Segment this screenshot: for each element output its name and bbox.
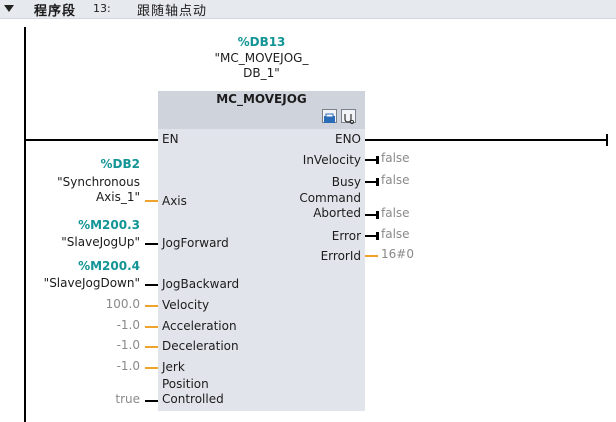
jogforward-address[interactable]: %M200.3 bbox=[78, 218, 140, 232]
pin-axis: Axis bbox=[162, 194, 187, 208]
left-power-rail bbox=[24, 27, 26, 422]
busy-wire bbox=[365, 181, 377, 183]
pin-eno: ENO bbox=[334, 132, 361, 146]
pin-positioncontrolled-line1: Position bbox=[162, 377, 209, 391]
error-value: false bbox=[381, 227, 410, 241]
axis-wire bbox=[145, 200, 158, 202]
velocity-wire bbox=[145, 305, 158, 307]
mc-movejog-block[interactable] bbox=[158, 91, 365, 411]
network-title[interactable]: 跟随轴点动 bbox=[137, 4, 208, 19]
pin-jogforward: JogForward bbox=[162, 236, 229, 250]
acceleration-wire bbox=[145, 326, 158, 328]
instance-db-name-line2[interactable]: DB_1" bbox=[243, 66, 280, 80]
collapse-network-icon[interactable] bbox=[4, 5, 14, 12]
jogbackward-address[interactable]: %M200.4 bbox=[78, 259, 140, 273]
jogforward-tag[interactable]: "SlaveJogUp" bbox=[61, 235, 140, 249]
jerk-value[interactable]: -1.0 bbox=[116, 359, 140, 373]
network-number: 13: bbox=[93, 2, 111, 15]
deceleration-wire bbox=[145, 346, 158, 348]
expand-block-icon[interactable] bbox=[322, 109, 337, 123]
en-wire bbox=[26, 139, 158, 141]
network-label: 程序段 bbox=[34, 4, 77, 19]
jogforward-wire bbox=[145, 243, 158, 245]
pin-deceleration: Deceleration bbox=[162, 339, 239, 353]
pin-commandaborted-line1: Command bbox=[299, 191, 361, 205]
eno-wire bbox=[365, 139, 608, 141]
deceleration-value[interactable]: -1.0 bbox=[116, 338, 140, 352]
commandaborted-wire bbox=[365, 214, 377, 216]
error-wire bbox=[365, 235, 377, 237]
acceleration-value[interactable]: -1.0 bbox=[116, 318, 140, 332]
pin-acceleration: Acceleration bbox=[162, 319, 237, 333]
block-title: MC_MOVEJOG bbox=[216, 92, 307, 106]
pin-invelocity: InVelocity bbox=[302, 153, 361, 167]
pin-jogbackward: JogBackward bbox=[162, 277, 240, 291]
pin-en: EN bbox=[162, 132, 179, 146]
instance-db-name-line1[interactable]: "MC_MOVEJOG_ bbox=[214, 51, 309, 65]
commandaborted-wire-end bbox=[376, 211, 379, 219]
axis-address[interactable]: %DB2 bbox=[100, 157, 140, 171]
jogbackward-wire bbox=[145, 284, 158, 286]
axis-tag-line1[interactable]: "Synchronous bbox=[57, 175, 140, 189]
invelocity-wire-end bbox=[376, 156, 379, 164]
pin-positioncontrolled-line2: Controlled bbox=[162, 392, 224, 406]
error-wire-end bbox=[376, 232, 379, 240]
instance-db-address[interactable]: %DB13 bbox=[237, 35, 286, 49]
diagnostics-icon[interactable] bbox=[341, 109, 356, 125]
pin-jerk: Jerk bbox=[162, 360, 185, 374]
jerk-wire bbox=[145, 367, 158, 369]
busy-wire-end bbox=[376, 178, 379, 186]
invelocity-wire bbox=[365, 159, 377, 161]
pin-error: Error bbox=[331, 229, 361, 243]
axis-tag-line2[interactable]: Axis_1" bbox=[95, 190, 140, 204]
jogbackward-tag[interactable]: "SlaveJogDown" bbox=[43, 276, 140, 290]
positioncontrolled-wire bbox=[145, 400, 158, 402]
velocity-value[interactable]: 100.0 bbox=[105, 297, 140, 311]
invelocity-value: false bbox=[381, 151, 410, 165]
positioncontrolled-value[interactable]: true bbox=[115, 392, 140, 406]
pin-velocity: Velocity bbox=[162, 298, 210, 312]
pin-errorid: ErrorId bbox=[320, 249, 361, 263]
errorid-value: 16#0 bbox=[381, 247, 414, 261]
pin-commandaborted-line2: Aborted bbox=[313, 206, 361, 220]
wire-end-marker bbox=[606, 134, 608, 146]
commandaborted-value: false bbox=[381, 206, 410, 220]
busy-value: false bbox=[381, 173, 410, 187]
errorid-wire bbox=[365, 255, 378, 257]
pin-busy: Busy bbox=[331, 175, 361, 189]
network-header[interactable] bbox=[0, 0, 616, 19]
